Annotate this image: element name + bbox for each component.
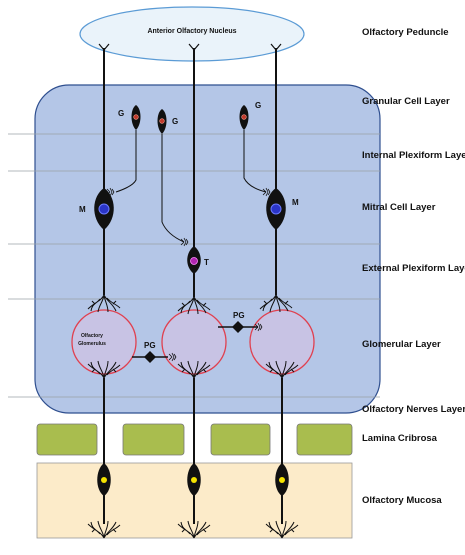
glomerulus-label-line1: Olfactory: [81, 333, 103, 339]
layer-label-internal-plexiform: Internal Plexiform Layer: [362, 150, 465, 161]
periglomerular-cells: [132, 321, 263, 363]
glomerulus-label: Olfactory Glomerulus: [78, 333, 106, 347]
granule-label-1: G: [118, 109, 124, 118]
tufted-cell: [177, 43, 211, 315]
layer-label-external-plexiform: External Plexiform Layer: [362, 263, 465, 274]
layer-label-mucosa: Olfactory Mucosa: [362, 495, 442, 506]
periglomerular-label-2: PG: [233, 311, 245, 320]
cell-labels: G G G M M T PG PG: [79, 101, 299, 350]
periglomerular-label-1: PG: [144, 341, 156, 350]
glomerulus-label-line2: Glomerulus: [78, 341, 106, 347]
tufted-label: T: [204, 258, 209, 267]
glomeruli: [71, 309, 315, 375]
receptor-neurons: [87, 360, 299, 539]
layer-label-granular: Granular Cell Layer: [362, 96, 450, 107]
layer-label-glomerular: Glomerular Layer: [362, 339, 441, 350]
lamina-cribrosa-plates: [36, 423, 353, 456]
layer-label-peduncle: Olfactory Peduncle: [362, 27, 449, 38]
nucleus-label: Anterior Olfactory Nucleus: [147, 28, 236, 35]
granule-label-3: G: [255, 101, 261, 110]
granule-label-2: G: [172, 117, 178, 126]
mitral-label-2: M: [292, 198, 299, 207]
layer-label-mitral: Mitral Cell Layer: [362, 202, 436, 213]
mitral-cells: [87, 43, 293, 313]
layer-label-nerves: Olfactory Nerves Layer: [362, 404, 465, 415]
layer-label-cribrosa: Lamina Cribrosa: [362, 433, 438, 444]
mitral-label-1: M: [79, 205, 86, 214]
layer-labels: Olfactory Peduncle Granular Cell Layer I…: [362, 27, 465, 506]
granule-cells: [106, 105, 271, 247]
anterior-olfactory-nucleus: [79, 6, 305, 62]
